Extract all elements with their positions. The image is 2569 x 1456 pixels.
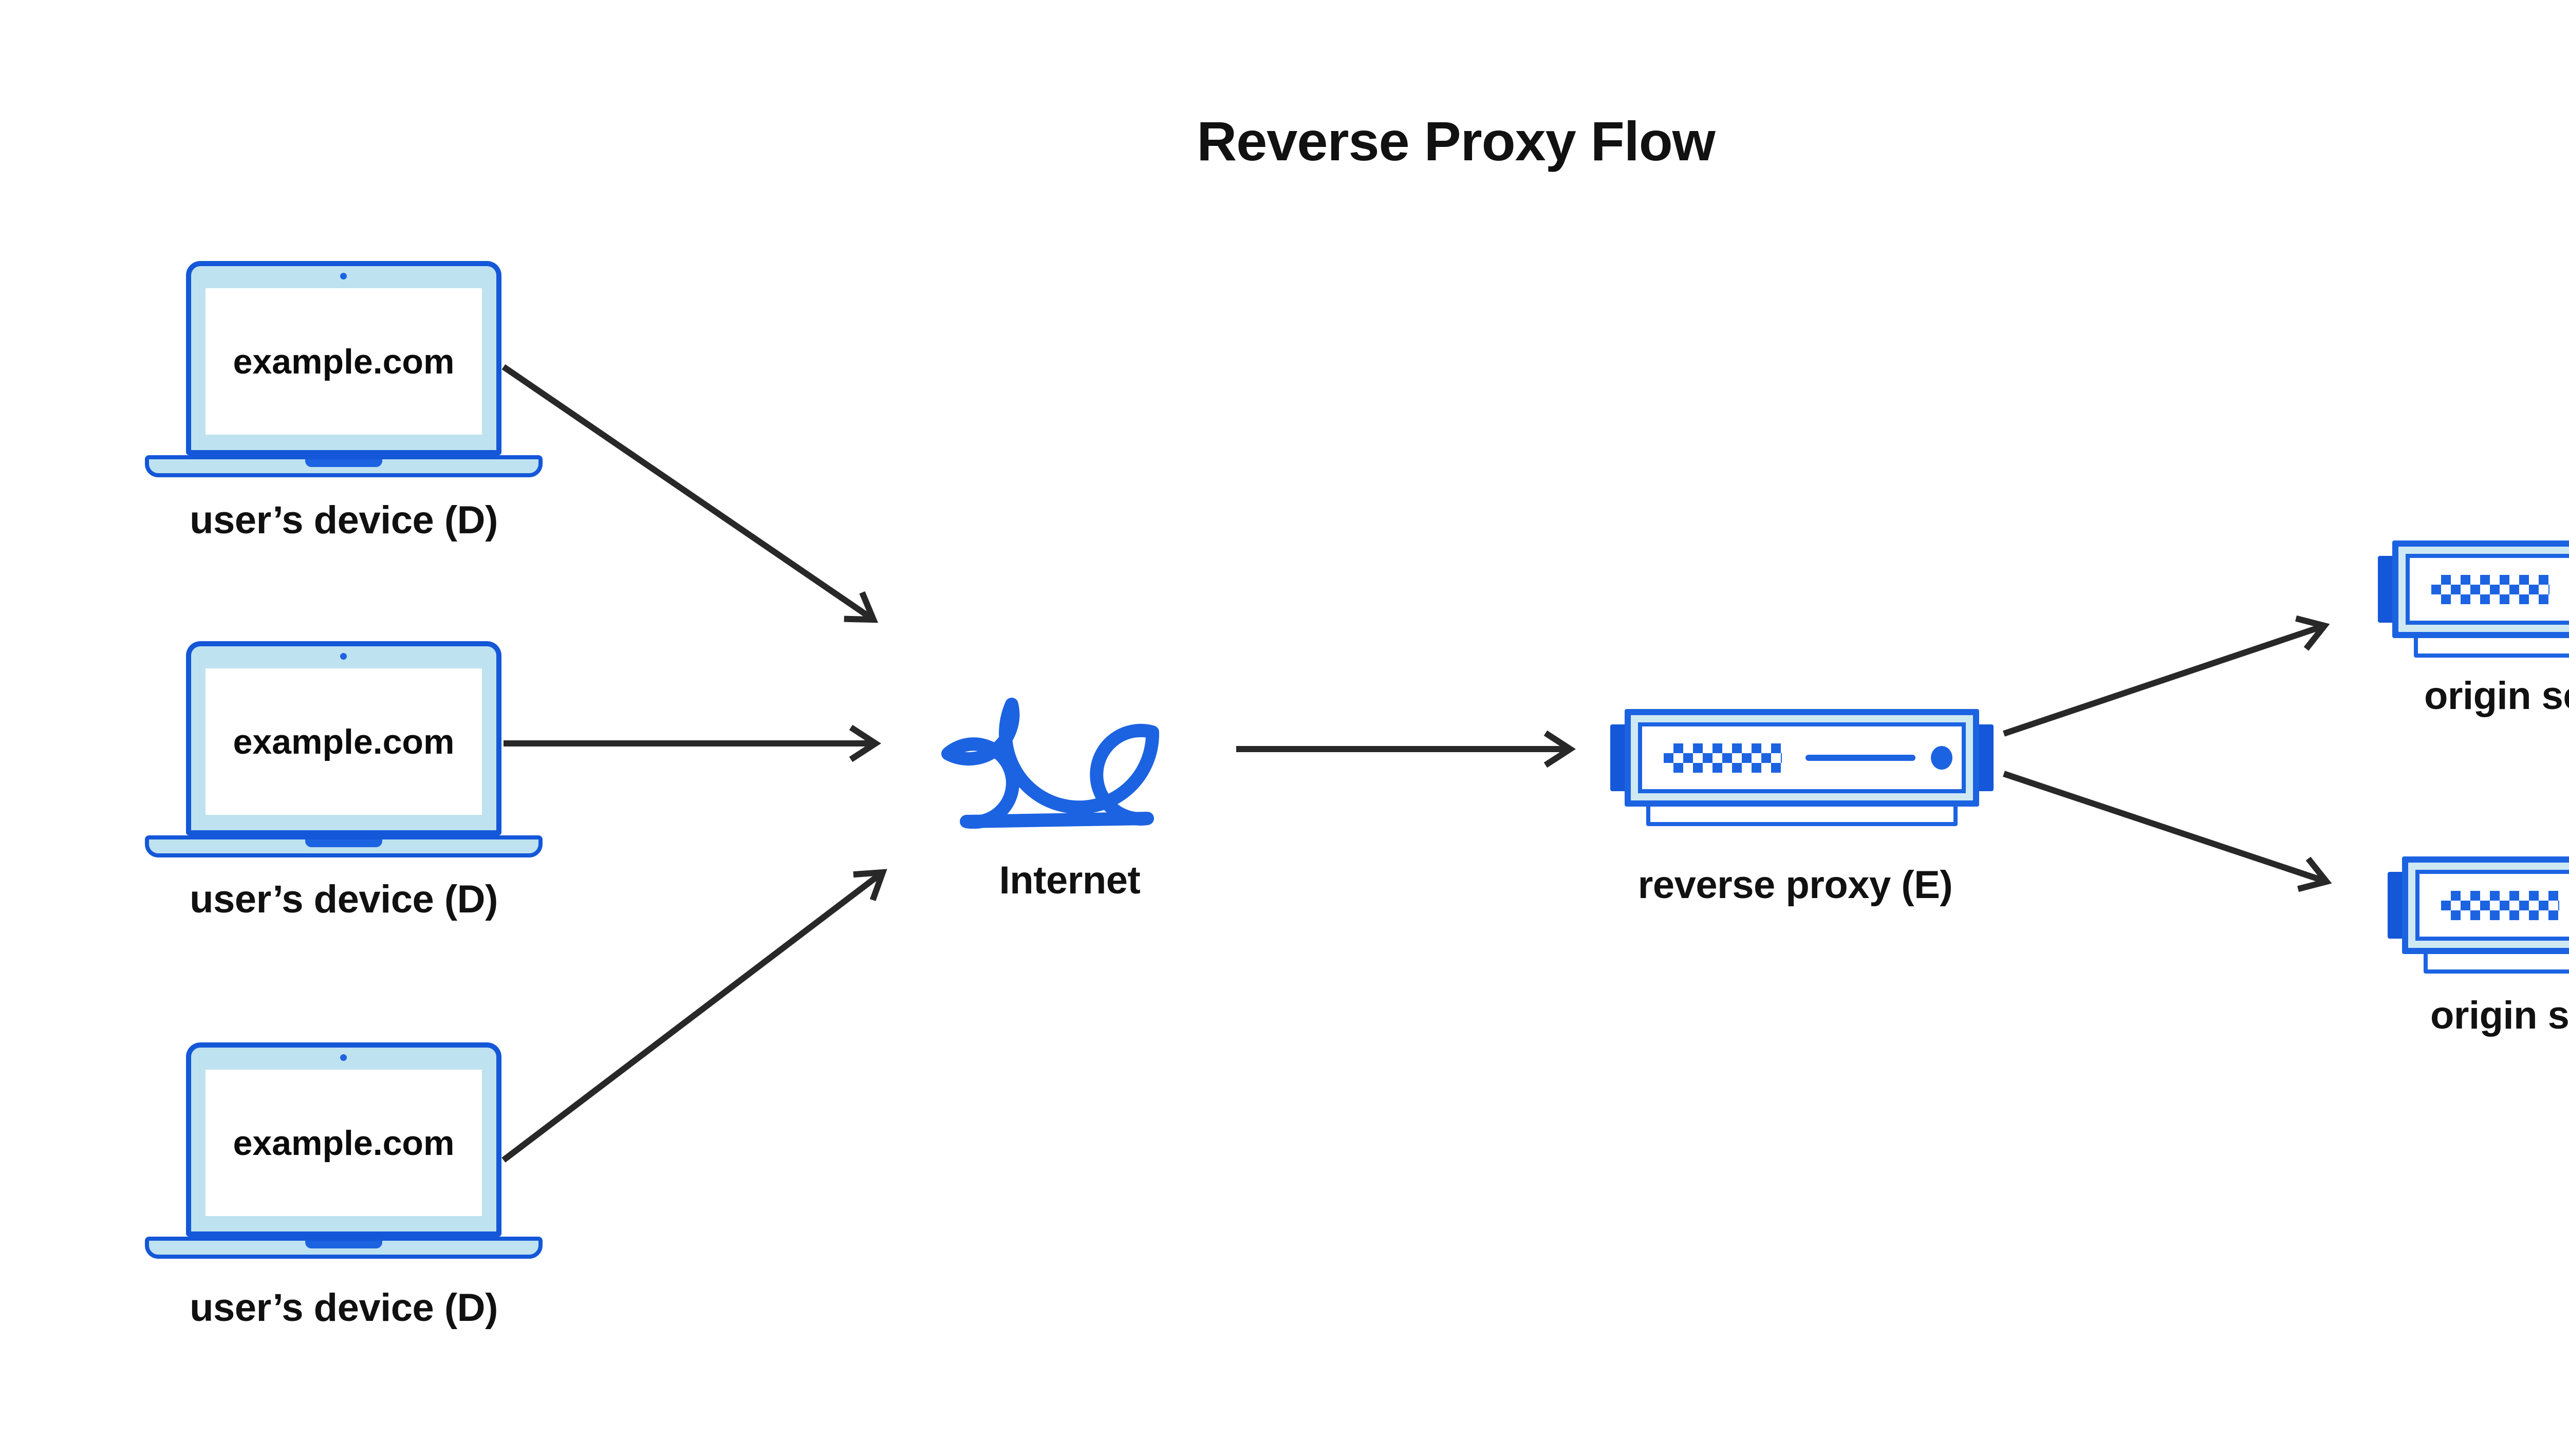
device-label-3: user’s device (D) — [190, 1286, 498, 1330]
server-vents-pattern — [1664, 743, 1782, 773]
origin-server-label-1: origin server (F) — [2424, 674, 2569, 718]
arrow-device3-to-internet — [501, 872, 883, 1163]
server-panel — [1638, 722, 1966, 793]
hinge-notch — [305, 1241, 382, 1248]
server-rack-ear-left — [1610, 724, 1625, 791]
server-rack-ear-right — [1979, 724, 1994, 791]
proxy-label: reverse proxy (E) — [1637, 863, 1953, 907]
server-body — [2402, 856, 2569, 954]
laptop-icon-1: example.com — [145, 261, 543, 477]
laptop-icon-2: example.com — [145, 641, 543, 857]
device-screen-url: example.com — [206, 668, 482, 815]
server-body — [1625, 709, 1979, 807]
origin-server-icon-1 — [2378, 540, 2569, 660]
cloud-icon — [941, 698, 1160, 829]
server-vents-pattern — [2441, 890, 2559, 920]
hinge-notch — [305, 459, 382, 467]
arrow-proxy-to-origin2 — [2003, 771, 2326, 882]
webcam-icon — [340, 1054, 347, 1061]
laptop-screen: example.com — [186, 1042, 501, 1237]
hinge-notch — [305, 839, 382, 847]
diagram-title: Reverse Proxy Flow — [1197, 110, 1715, 172]
origin-server-label-2: origin server (F) — [2430, 994, 2569, 1037]
laptop-base — [145, 1237, 543, 1259]
arrow-device1-to-internet — [501, 364, 873, 620]
arrow-proxy-to-origin1 — [2003, 626, 2324, 737]
laptop-icon-3: example.com — [145, 1042, 543, 1259]
server-rack-ear-left — [2378, 556, 2392, 623]
device-screen-url: example.com — [206, 288, 482, 435]
internet-label: Internet — [999, 858, 1141, 902]
origin-server-icon-2 — [2388, 856, 2569, 976]
webcam-icon — [340, 273, 347, 279]
device-label-1: user’s device (D) — [190, 498, 498, 542]
server-panel — [2406, 554, 2569, 625]
device-screen-url: example.com — [206, 1070, 482, 1216]
reverse-proxy-icon — [1610, 709, 1994, 828]
laptop-base — [145, 455, 543, 477]
server-vents-pattern — [2431, 574, 2549, 604]
server-status-line — [1805, 755, 1915, 761]
server-led-icon — [1931, 746, 1952, 770]
laptop-base — [145, 835, 543, 857]
device-label-2: user’s device (D) — [190, 878, 498, 921]
laptop-screen: example.com — [186, 261, 501, 455]
server-panel — [2415, 870, 2569, 941]
server-rack-ear-left — [2388, 872, 2402, 939]
laptop-screen: example.com — [186, 641, 501, 835]
webcam-icon — [340, 653, 347, 660]
server-body — [2392, 540, 2569, 638]
